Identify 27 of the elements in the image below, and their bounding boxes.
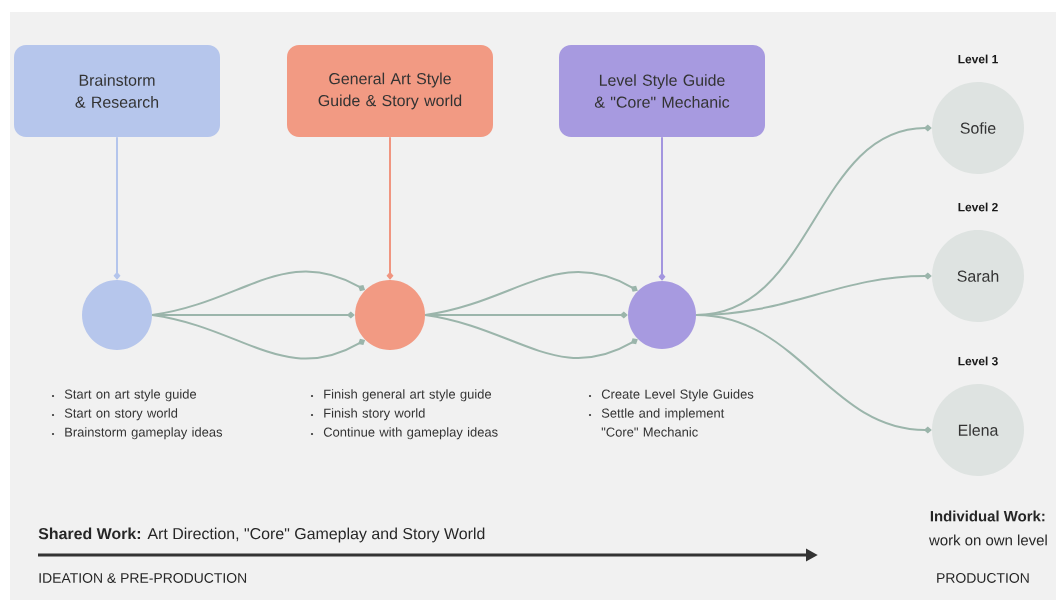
process-box: General Art Style Guide & Story world [287, 45, 493, 137]
process-box: Level Style Guide & "Core" Mechanic [559, 45, 765, 137]
bullet-item: Settle and implement "Core" Mechanic [588, 408, 725, 437]
process-box: Brainstorm & Research [14, 45, 220, 137]
bullet-item: Brainstorm gameplay ideas [51, 427, 223, 440]
connector [424, 314, 638, 359]
bullet-item: Finish general art style guide [310, 389, 492, 402]
phase-heading: Individual Work: [930, 510, 1045, 522]
phase-description: Shared Work: Art Direction, "Core" Gameplay and Story World [38, 527, 485, 543]
bullet-item: Start on story world [51, 408, 178, 421]
bullet-item: Finish story world [310, 408, 425, 421]
bullet-item: Continue with gameplay ideas [310, 427, 498, 440]
level-label: Level 3 [958, 356, 998, 366]
phase-description: work on own level [929, 534, 1047, 546]
connector [658, 136, 666, 281]
milestone-circle [82, 280, 152, 350]
level-label: Level 1 [958, 54, 998, 64]
connector [113, 136, 121, 280]
milestone-circle [355, 280, 425, 350]
bullet-item: Create Level Style Guides [588, 389, 754, 402]
phase-name: IDEATION & PRE-PRODUCTION [39, 573, 247, 583]
milestone-circle [628, 281, 696, 349]
connector [386, 136, 394, 280]
bullet-item: Start on art style guide [51, 389, 197, 402]
phase-name: PRODUCTION [937, 573, 1029, 583]
connector [695, 314, 932, 434]
level-label: Level 2 [958, 202, 998, 212]
